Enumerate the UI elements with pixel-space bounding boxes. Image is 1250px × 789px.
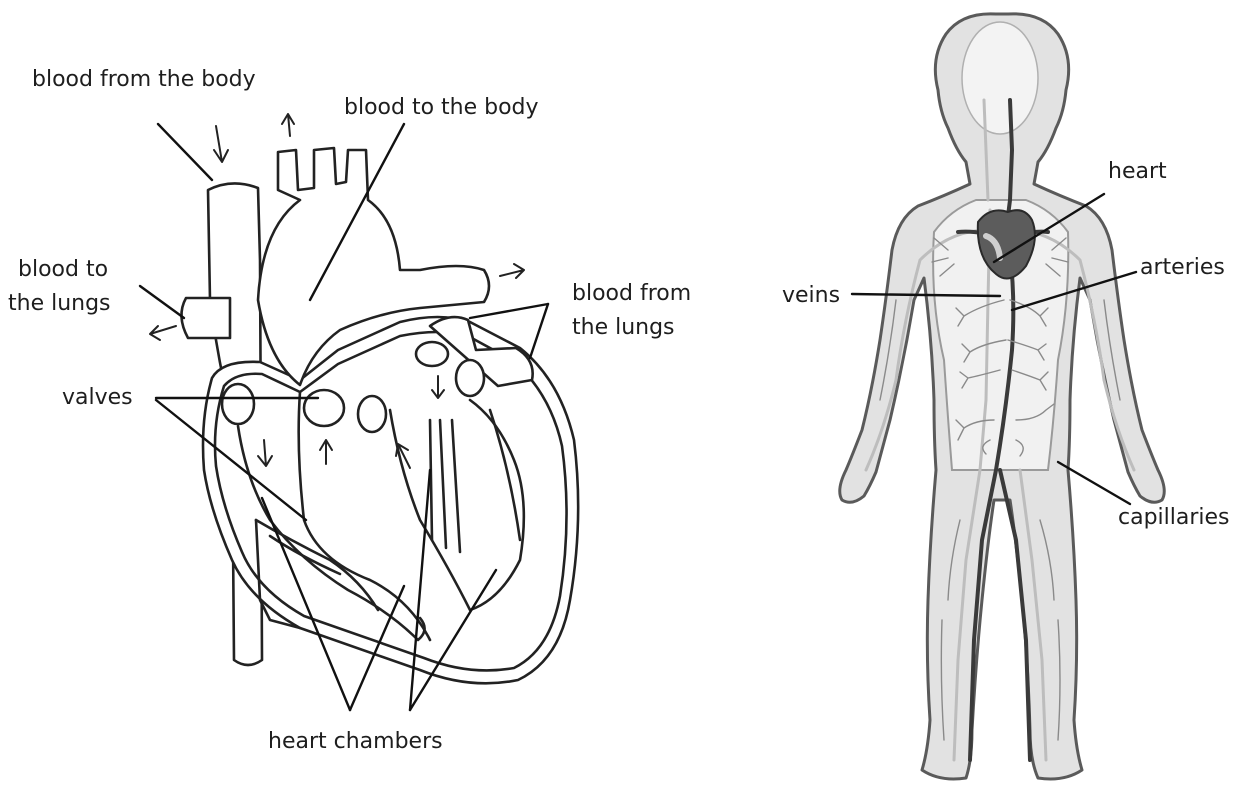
label-heart-chambers: heart chambers xyxy=(268,729,443,754)
heart-diagram: blood from the body blood to the body bl… xyxy=(8,67,691,754)
label-valves: valves xyxy=(62,385,133,410)
pulmonary-artery-left xyxy=(181,298,230,338)
label-heart: heart xyxy=(1108,159,1167,184)
valve-aortic xyxy=(358,396,386,432)
valve-tricuspid xyxy=(222,384,254,424)
valve-mitral-b xyxy=(456,360,484,396)
valve-pulmonary xyxy=(304,390,344,426)
body-diagram: heart arteries veins capillaries xyxy=(782,14,1230,779)
label-blood-from-lungs-line2: the lungs xyxy=(572,315,675,340)
label-blood-from-lungs-line1: blood from xyxy=(572,281,691,306)
head xyxy=(962,22,1038,134)
label-blood-to-body: blood to the body xyxy=(344,95,539,120)
label-blood-from-body: blood from the body xyxy=(32,67,256,92)
label-blood-to-lungs-line2: the lungs xyxy=(8,291,111,316)
label-blood-to-lungs-line1: blood to xyxy=(18,257,108,282)
label-capillaries: capillaries xyxy=(1118,505,1230,530)
valve-mitral-a xyxy=(416,342,448,366)
label-arteries: arteries xyxy=(1140,255,1225,280)
label-veins: veins xyxy=(782,283,840,308)
